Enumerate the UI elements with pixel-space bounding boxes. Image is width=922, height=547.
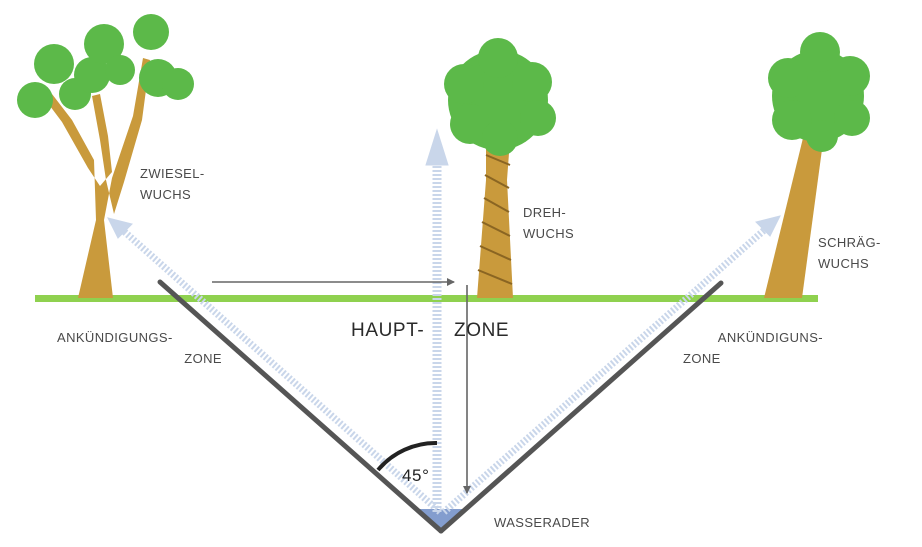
ray-arrowhead-left [107,217,133,239]
ground-line [35,295,818,302]
ray-arrowhead-right [755,215,781,237]
tree-forked [17,14,194,298]
v-boundary-lines [157,279,724,534]
label-forked-line1: ZWIESEL- [140,166,205,181]
tree-leaning [764,32,870,298]
label-announcement-right-line2: ZONE [683,351,721,366]
ray-arrowhead-up [425,128,449,166]
label-leaning-line2: WUCHS [818,256,870,271]
label-main: HAUPT- [351,320,425,341]
label-leaning-line1: SCHRÄG- [818,235,881,250]
label-announcement-left-line1: ANKÜNDIGUNGS- [57,330,173,345]
radiation-rays [107,128,781,515]
label-forked-growth: ZWIESEL- WUCHS [140,163,205,205]
label-twisted-line1: DREH- [523,205,567,220]
label-twisted-growth: DREH- WUCHS [523,202,574,244]
label-zone: ZONE [454,320,510,341]
label-forked-line2: WUCHS [140,187,192,202]
label-angle: 45° [402,466,430,485]
tree-twisted [444,38,556,298]
angle-arc [376,440,438,472]
label-water-vein: WASSERADER [494,515,590,530]
label-announcement-left-line2: ZONE [184,351,222,366]
water-vein [416,509,468,531]
label-twisted-line2: WUCHS [523,226,575,241]
label-announcement-zone-right: ANKÜNDIGUNS- ZONE [683,327,823,369]
label-announcement-zone-left: ANKÜNDIGUNGS- ZONE [57,327,222,369]
label-announcement-right-line1: ANKÜNDIGUNS- [717,330,823,345]
label-leaning-growth: SCHRÄG- WUCHS [818,232,881,274]
